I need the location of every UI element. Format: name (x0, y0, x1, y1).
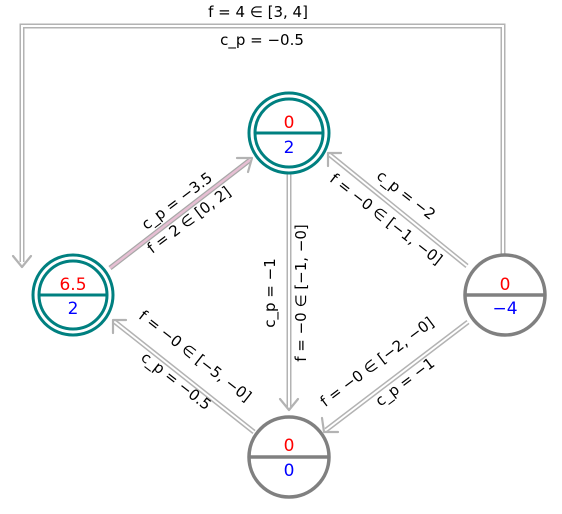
node-right-upper-value: 0 (500, 275, 511, 295)
node-left-lower-value: 2 (68, 299, 79, 319)
arrowhead-icon (326, 151, 343, 168)
edge-bottom-to-left (111, 318, 256, 434)
node-left: 6.5 2 (31, 253, 115, 337)
edge-top-bottom-flow-label: f = −0 ∈ [−1, −0] (292, 224, 310, 362)
edge-right-to-left (11, 23, 506, 269)
edge-right-to-bottom (320, 320, 470, 434)
node-bottom-lower-value: 0 (284, 461, 295, 481)
node-left-upper-value: 6.5 (59, 275, 86, 295)
edge-left-to-top (108, 156, 254, 270)
node-right-lower-value: −4 (492, 299, 517, 319)
edge-right-left-flow-label: f = 4 ∈ [3, 4] (208, 3, 308, 21)
edge-top-bottom-cost-label: c_p = −1 (261, 258, 280, 328)
arrowhead-icon (278, 397, 300, 412)
arrowhead-icon (11, 254, 33, 269)
arrowhead-icon (235, 156, 254, 174)
edge-right-to-top (326, 151, 469, 268)
edge-right-left-cost-label: c_p = −0.5 (220, 31, 304, 50)
node-bottom-upper-value: 0 (284, 436, 295, 456)
node-top-upper-value: 0 (284, 113, 295, 133)
node-top-lower-value: 2 (284, 138, 295, 158)
arrowhead-icon (111, 318, 128, 335)
node-top: 0 2 (247, 91, 331, 175)
edge-top-to-bottom (278, 172, 300, 412)
node-bottom: 0 0 (247, 415, 331, 499)
node-right: 0 −4 (463, 253, 547, 337)
arrowhead-icon (320, 416, 340, 434)
